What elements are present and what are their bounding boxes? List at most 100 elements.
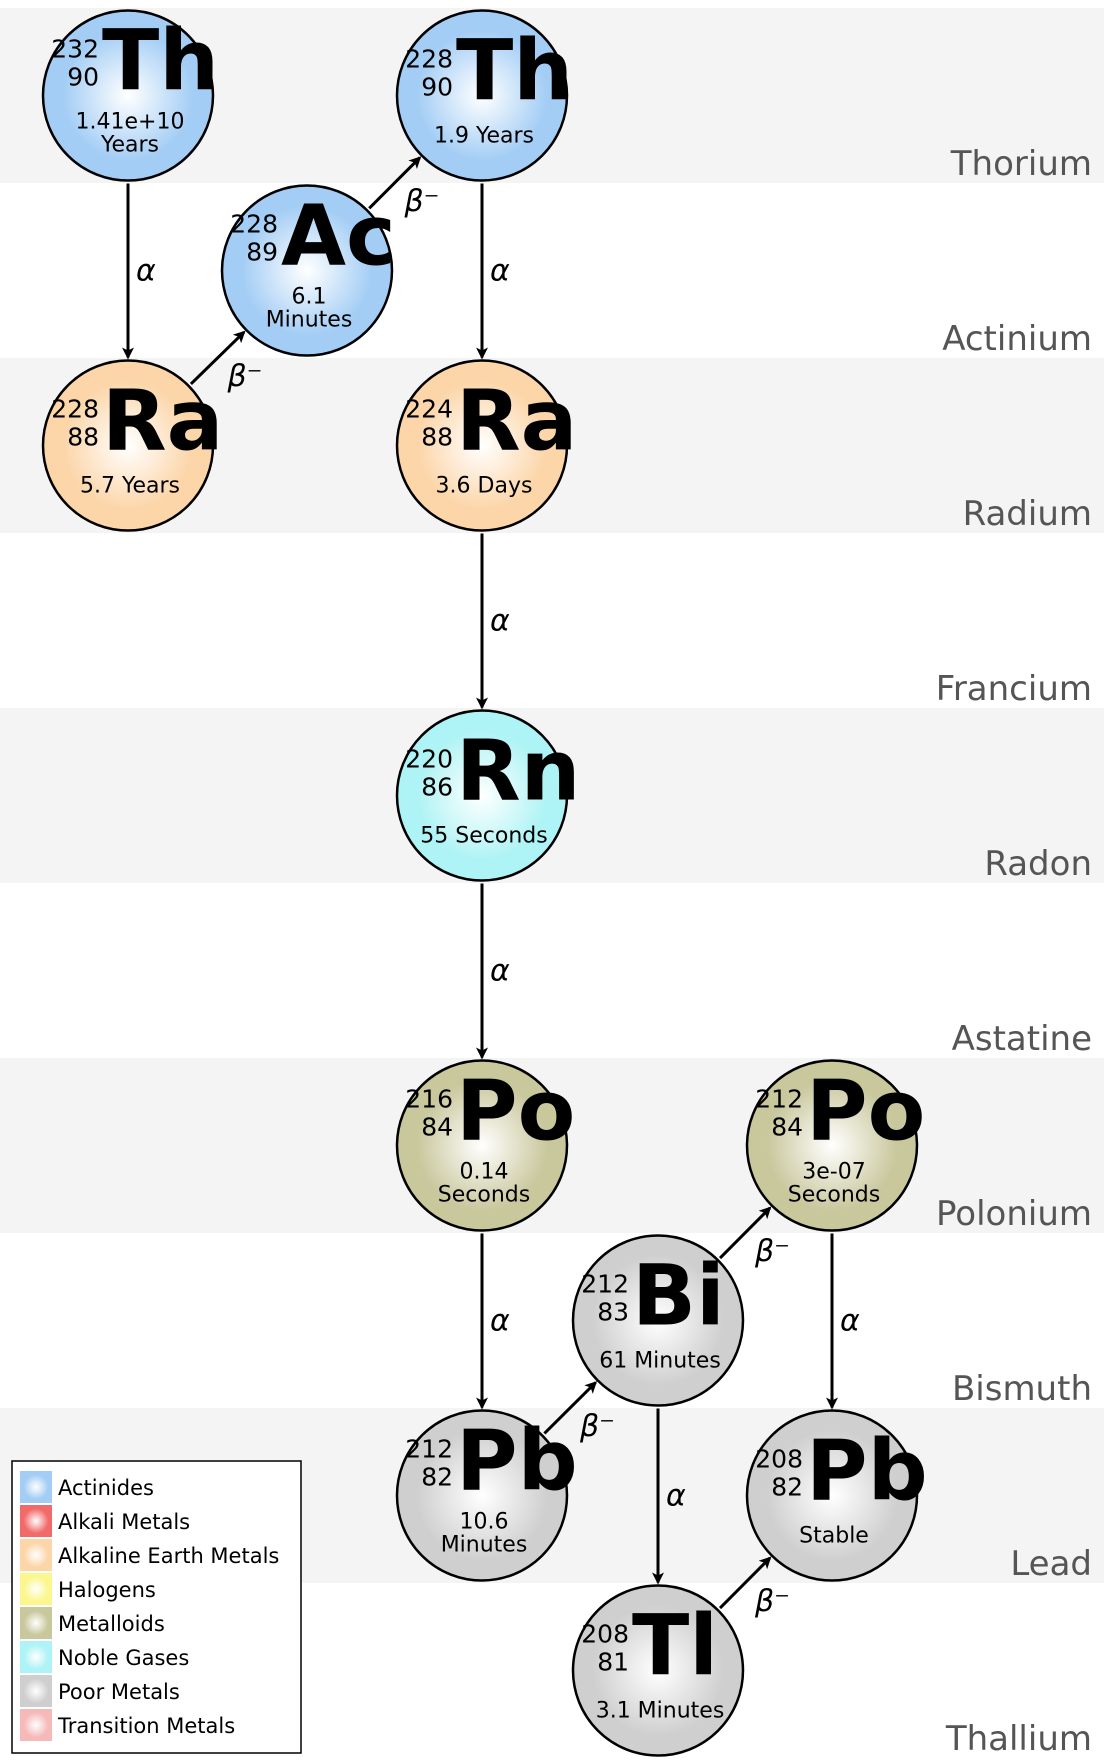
band-label-bismuth: Bismuth [952, 1369, 1092, 1409]
mass-number: 228 [51, 395, 99, 424]
nuclide-circle [395, 709, 569, 882]
band-label-radon: Radon [984, 844, 1092, 884]
half-life: 6.1 [292, 285, 327, 310]
decay-label: α [490, 954, 510, 989]
mass-number: 220 [405, 745, 453, 774]
mass-number: 212 [581, 1270, 629, 1299]
half-life: 0.14 [460, 1160, 509, 1185]
legend-swatch [20, 1573, 52, 1605]
mass-number: 228 [405, 45, 453, 74]
nuclide-circle [745, 1059, 919, 1232]
half-life: 3e-07 [802, 1160, 865, 1185]
legend-item-poor-metals: Poor Metals [20, 1675, 180, 1707]
mass-number: 232 [51, 35, 99, 64]
legend-swatch [20, 1505, 52, 1537]
atomic-number: 83 [597, 1298, 629, 1327]
band-label-thallium: Thallium [945, 1719, 1092, 1759]
element-symbol: Th [456, 22, 573, 120]
mass-number: 208 [755, 1445, 803, 1474]
atomic-number: 84 [421, 1113, 453, 1142]
half-life: Seconds [438, 1183, 530, 1208]
nuclide-circle [571, 1584, 745, 1757]
atomic-number: 86 [421, 773, 453, 802]
decay-label: α [490, 1304, 510, 1339]
legend-item-actinides: Actinides [20, 1471, 154, 1503]
legend-label: Actinides [58, 1476, 154, 1500]
decay-arrow-bi212-po212 [718, 1206, 772, 1260]
element-symbol: Rn [456, 722, 580, 820]
half-life: Stable [799, 1524, 869, 1549]
half-life: Years [100, 133, 159, 158]
decay-label: α [840, 1304, 860, 1339]
legend-item-halogens: Halogens [20, 1573, 156, 1605]
half-life: 5.7 Years [80, 474, 180, 499]
atomic-number: 90 [67, 63, 99, 92]
atomic-number: 89 [246, 238, 278, 267]
element-bands: ThoriumActiniumRadiumFranciumRadonAstati… [0, 8, 1104, 1759]
band-label-astatine: Astatine [952, 1019, 1092, 1059]
legend-item-noble-gases: Noble Gases [20, 1641, 189, 1673]
half-life: 10.6 [460, 1510, 509, 1535]
element-symbol: Tl [632, 1597, 718, 1695]
mass-number: 212 [405, 1435, 453, 1464]
nuclide-circle [395, 1409, 569, 1582]
half-life: 61 Minutes [599, 1349, 721, 1374]
legend-label: Metalloids [58, 1612, 165, 1636]
element-symbol: Pb [456, 1412, 578, 1510]
band-label-polonium: Polonium [936, 1194, 1092, 1234]
legend-swatch [20, 1675, 52, 1707]
atomic-number: 88 [67, 423, 99, 452]
decay-label: β⁻ [754, 1584, 790, 1619]
legend-swatch [20, 1539, 52, 1571]
legend-label: Transition Metals [57, 1714, 235, 1738]
half-life: 3.1 Minutes [596, 1699, 725, 1724]
element-symbol: Po [806, 1062, 925, 1160]
mass-number: 228 [230, 210, 278, 239]
decay-arrow-ac228-th228 [368, 156, 422, 210]
mass-number: 212 [755, 1085, 803, 1114]
atomic-number: 81 [597, 1648, 629, 1677]
half-life: Minutes [441, 1533, 528, 1558]
decay-label: α [136, 254, 156, 289]
decay-label: β⁻ [579, 1409, 615, 1444]
legend-swatch [20, 1709, 52, 1741]
legend-item-alkali-metals: Alkali Metals [20, 1505, 190, 1537]
legend-item-metalloids: Metalloids [20, 1607, 165, 1639]
legend-label: Halogens [58, 1578, 156, 1602]
element-symbol: Bi [632, 1247, 725, 1345]
element-symbol: Ra [456, 372, 577, 470]
element-symbol: Ac [281, 187, 396, 285]
band-label-actinium: Actinium [942, 319, 1092, 359]
legend-swatch [20, 1607, 52, 1639]
atomic-number: 88 [421, 423, 453, 452]
decay-label: α [490, 604, 510, 639]
element-symbol: Pb [806, 1422, 928, 1520]
atomic-number: 90 [421, 73, 453, 102]
legend-label: Poor Metals [58, 1680, 180, 1704]
half-life: 1.41e+10 [76, 110, 185, 135]
decay-label: β⁻ [404, 184, 440, 219]
band-label-lead: Lead [1010, 1544, 1092, 1584]
element-symbol: Th [102, 12, 219, 110]
band-label-thorium: Thorium [950, 144, 1092, 184]
nuclide-circle [41, 359, 215, 532]
nuclide-circle [571, 1234, 745, 1407]
nuclide-circle [41, 9, 215, 182]
decay-label: α [666, 1479, 686, 1514]
mass-number: 216 [405, 1085, 453, 1114]
half-life: Minutes [266, 308, 353, 333]
legend-swatch [20, 1471, 52, 1503]
legend-label: Noble Gases [58, 1646, 189, 1670]
half-life: 55 Seconds [420, 824, 547, 849]
